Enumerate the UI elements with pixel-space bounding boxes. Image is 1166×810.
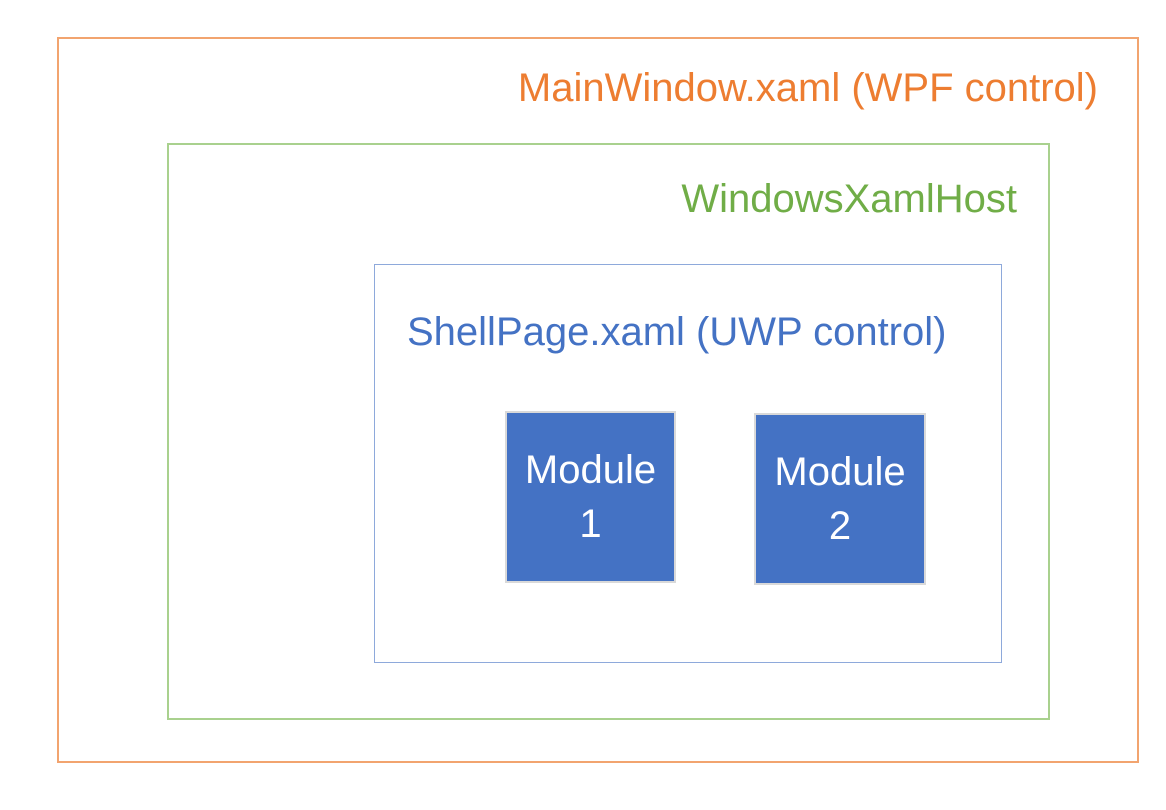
wpf-mainwindow-box: MainWindow.xaml (WPF control) WindowsXam… xyxy=(57,37,1139,763)
windows-xaml-host-box: WindowsXamlHost ShellPage.xaml (UWP cont… xyxy=(167,143,1050,720)
shellpage-label: ShellPage.xaml (UWP control) xyxy=(407,310,947,354)
module-2-box: Module 2 xyxy=(754,413,926,585)
windows-xaml-host-label: WindowsXamlHost xyxy=(681,177,1017,221)
shellpage-box: ShellPage.xaml (UWP control) Module 1 Mo… xyxy=(374,264,1002,663)
module-1-box: Module 1 xyxy=(505,411,676,583)
wpf-mainwindow-label: MainWindow.xaml (WPF control) xyxy=(517,66,1098,110)
module-1-label: Module 1 xyxy=(524,448,657,546)
module-2-label: Module 2 xyxy=(774,450,906,548)
